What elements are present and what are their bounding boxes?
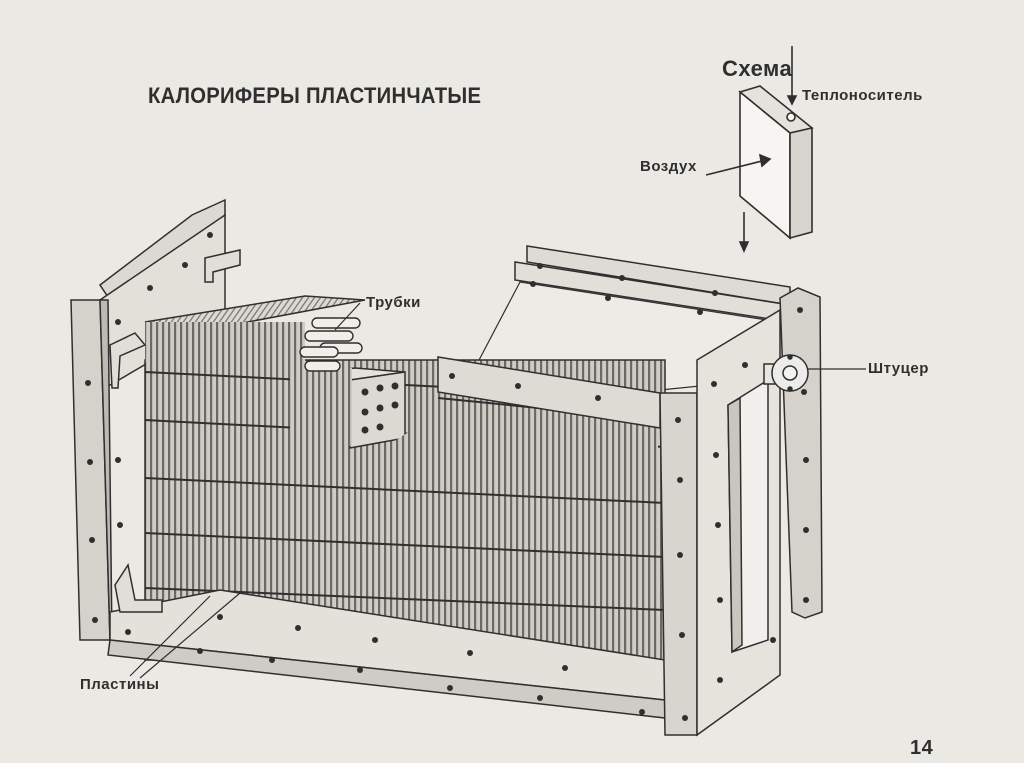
- tubes: [299, 317, 363, 372]
- fitting-flange: [763, 354, 809, 392]
- leader-lines: [129, 302, 866, 679]
- scheme-diagram: [705, 46, 814, 253]
- page-title: КАЛОРИФЕРЫ ПЛАСТИНЧАТЫЕ: [148, 83, 482, 108]
- air-label: Воздух: [640, 158, 697, 175]
- plates-label: Пластины: [80, 676, 160, 693]
- air-arrow: [705, 159, 767, 176]
- page-number: 14: [910, 737, 934, 759]
- heater-body: [70, 198, 823, 737]
- coolant-label: Теплоноситель: [802, 87, 923, 104]
- tubes-label: Трубки: [366, 294, 421, 311]
- scheme-title: Схема: [722, 56, 793, 81]
- fitting-label: Штуцер: [868, 360, 929, 377]
